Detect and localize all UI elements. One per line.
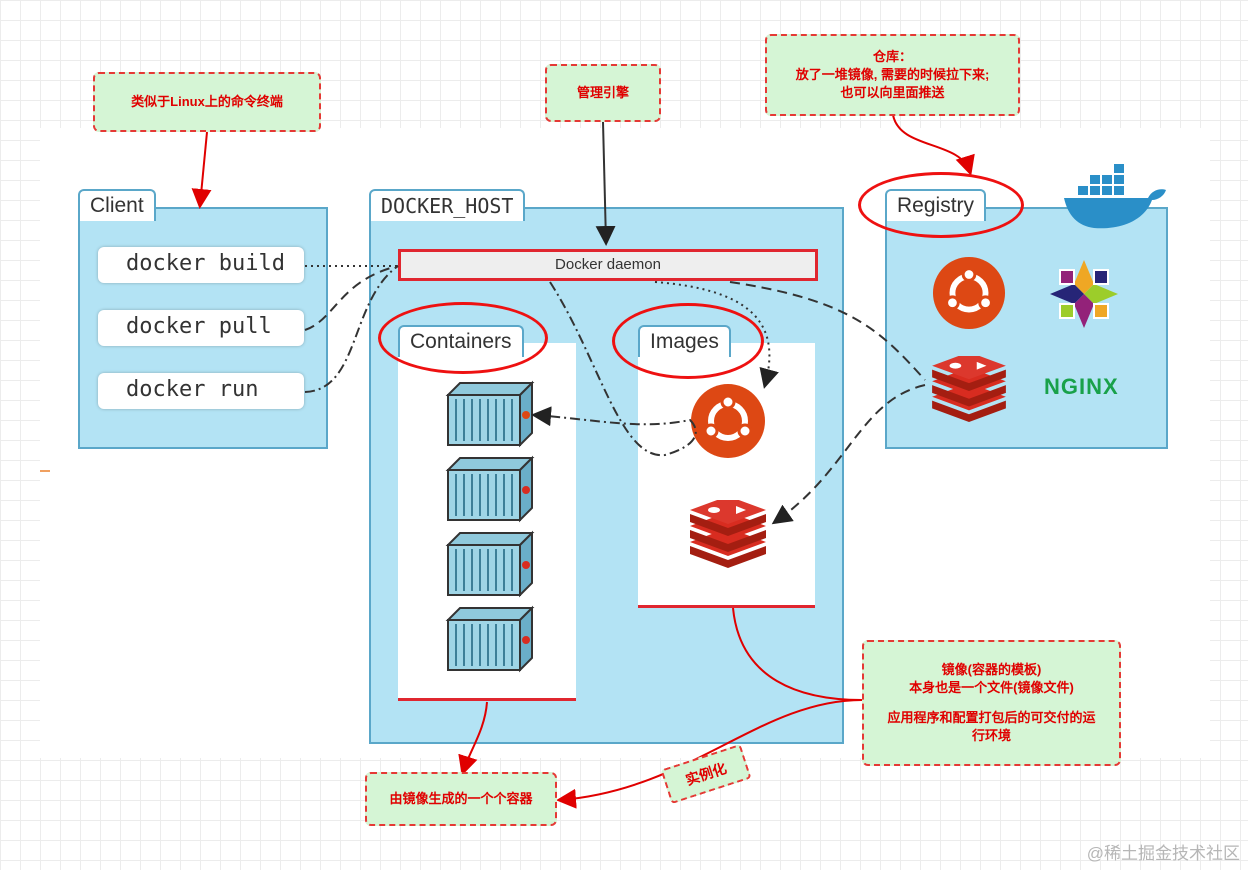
instantiate-arrow xyxy=(556,699,863,809)
ubuntu-registry-icon xyxy=(932,256,1006,330)
docker-daemon-bar: Docker daemon xyxy=(398,249,818,281)
registry-note: 仓库： 放了一堆镜像, 需要的时候拉下来; 也可以向里面推送 xyxy=(765,34,1020,116)
stray-mark xyxy=(40,470,50,472)
run-connector xyxy=(304,265,399,393)
client-note: 类似于Linux上的命令终端 xyxy=(93,72,321,132)
image-note-line-4: 应用程序和配置打包后的可交付的运 xyxy=(887,710,1096,725)
daemon-note-arrow xyxy=(595,121,616,246)
nginx-registry-label: NGINX xyxy=(1044,374,1119,399)
centos-registry-icon xyxy=(1050,260,1118,328)
containers-highlight-ring xyxy=(378,302,548,374)
container-icon xyxy=(445,605,535,673)
container-icon xyxy=(445,380,535,448)
image-note-arrow xyxy=(732,607,863,701)
redis-image-icon xyxy=(690,500,766,568)
registry-note-line-3: 也可以向里面推送 xyxy=(840,85,945,100)
container-note-arrow xyxy=(458,701,488,776)
container-note-text: 由镜像生成的一个个容器 xyxy=(389,791,533,806)
docker-host-title: DOCKER_HOST xyxy=(369,189,526,221)
daemon-to-registry-connector xyxy=(729,281,926,381)
registry-box xyxy=(885,207,1168,449)
docker-build-command: docker build xyxy=(98,247,304,283)
redis-registry-icon xyxy=(932,356,1006,422)
image-note-line-2: 本身也是一个文件(镜像文件) xyxy=(909,680,1074,695)
container-icon xyxy=(445,455,535,523)
client-note-arrow xyxy=(191,131,212,209)
registry-note-line-2: 放了一堆镜像, 需要的时候拉下来; xyxy=(795,67,990,82)
registry-note-line-1: 仓库： xyxy=(872,49,912,64)
container-note: 由镜像生成的一个个容器 xyxy=(365,772,557,826)
watermark: @稀土掘金技术社区 xyxy=(1086,844,1240,863)
image-note-line-5: 行环境 xyxy=(971,728,1011,743)
image-note: 镜像(容器的模板) 本身也是一个文件(镜像文件) 应用程序和配置打包后的可交付的… xyxy=(862,640,1121,766)
registry-highlight-ring xyxy=(858,172,1024,238)
container-icon xyxy=(445,530,535,598)
image-note-line-1: 镜像(容器的模板) xyxy=(941,662,1042,677)
docker-whale-logo xyxy=(1064,164,1166,229)
daemon-note-text: 管理引擎 xyxy=(576,85,629,100)
images-highlight-ring xyxy=(612,303,764,379)
registry-note-arrow xyxy=(892,114,975,176)
docker-run-command: docker run xyxy=(98,373,304,409)
daemon-note: 管理引擎 xyxy=(545,64,661,122)
pull-connector xyxy=(304,265,399,331)
client-title: Client xyxy=(78,189,156,221)
docker-pull-command: docker pull xyxy=(98,310,304,346)
registry-to-image-connector xyxy=(771,384,926,525)
ubuntu-image-icon xyxy=(691,384,765,458)
client-note-text: 类似于Linux上的命令终端 xyxy=(131,94,283,109)
run-to-container-connector xyxy=(531,281,697,457)
